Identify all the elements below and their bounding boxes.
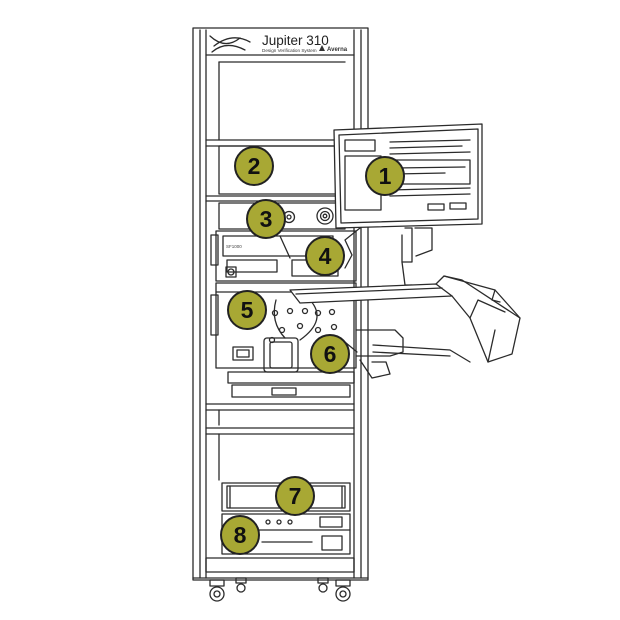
marker-7-label: 7 bbox=[289, 483, 302, 509]
marker-2-label: 2 bbox=[248, 153, 261, 179]
module-label: SF1000 bbox=[226, 244, 242, 249]
averna-logo-icon bbox=[319, 45, 325, 51]
marker-4-label: 4 bbox=[319, 243, 332, 269]
marker-3: 3 bbox=[246, 199, 286, 239]
monitor bbox=[333, 123, 483, 286]
rack-base-casters bbox=[192, 557, 369, 602]
marker-1-circle bbox=[365, 156, 405, 196]
marker-6: 6 bbox=[310, 334, 350, 374]
rack-subtitle: Design Verification System bbox=[262, 48, 317, 53]
marker-7-circle bbox=[275, 476, 315, 516]
callout-markers: 1 2 3 4 5 6 7 8 bbox=[220, 146, 405, 555]
marker-8-circle bbox=[220, 515, 260, 555]
marker-7: 7 bbox=[275, 476, 315, 516]
marker-2: 2 bbox=[234, 146, 274, 186]
marker-5: 5 bbox=[227, 290, 267, 330]
rack-title: Jupiter 310 bbox=[262, 33, 329, 48]
rack-brand: Averna bbox=[327, 47, 348, 53]
marker-2-circle bbox=[234, 146, 274, 186]
marker-8: 8 bbox=[220, 515, 260, 555]
keyboard-tray bbox=[289, 275, 521, 363]
marker-3-circle bbox=[246, 199, 286, 239]
marker-6-label: 6 bbox=[324, 341, 337, 367]
marker-6-circle bbox=[310, 334, 350, 374]
marker-1: 1 bbox=[365, 156, 405, 196]
marker-4: 4 bbox=[305, 236, 345, 276]
marker-3-label: 3 bbox=[260, 206, 273, 232]
marker-4-circle bbox=[305, 236, 345, 276]
rack-header: Jupiter 310 Design Verification System A… bbox=[226, 33, 348, 249]
marker-5-label: 5 bbox=[241, 297, 254, 323]
work-shelf bbox=[205, 371, 355, 481]
marker-5-circle bbox=[227, 290, 267, 330]
marker-1-label: 1 bbox=[379, 163, 392, 189]
marker-8-label: 8 bbox=[234, 522, 247, 548]
side-support-arm bbox=[339, 329, 471, 379]
